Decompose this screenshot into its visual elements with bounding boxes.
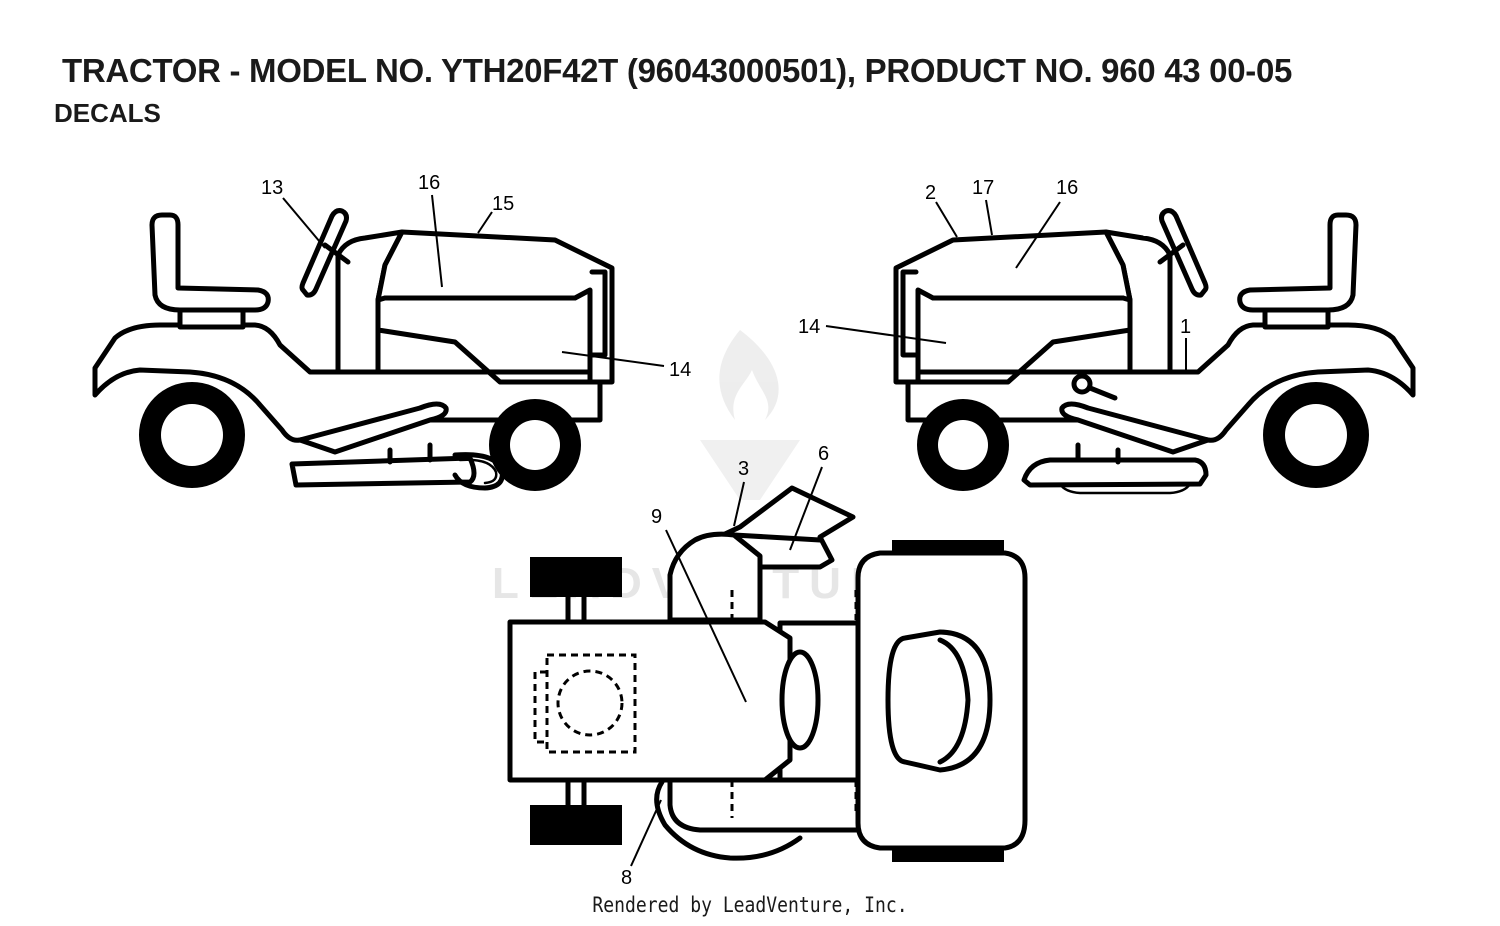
callout-6: 6 bbox=[818, 443, 829, 465]
callout-15: 15 bbox=[492, 193, 514, 215]
callout-labels: 13 16 15 14 2 17 16 14 1 3 6 9 8 bbox=[261, 172, 1191, 889]
callout-1: 1 bbox=[1180, 316, 1191, 338]
callout-3: 3 bbox=[738, 458, 749, 480]
callout-17: 17 bbox=[972, 177, 994, 199]
callout-9: 9 bbox=[651, 506, 662, 528]
leader-14-left bbox=[561, 351, 665, 367]
tractor-left-side-view bbox=[92, 208, 615, 491]
leader-2 bbox=[935, 201, 958, 238]
callout-16-left: 16 bbox=[418, 172, 440, 194]
callout-2: 2 bbox=[925, 182, 936, 204]
leader-3 bbox=[733, 481, 745, 527]
tractor-top-view bbox=[507, 485, 1028, 862]
leader-9 bbox=[665, 529, 747, 703]
callout-14-right: 14 bbox=[798, 316, 820, 338]
leader-8 bbox=[630, 799, 662, 867]
callout-13: 13 bbox=[261, 177, 283, 199]
leader-14-right bbox=[825, 325, 947, 344]
leader-17 bbox=[985, 199, 993, 236]
section-title: DECALS bbox=[54, 98, 161, 128]
leader-6 bbox=[789, 466, 823, 551]
watermark-logo bbox=[700, 330, 800, 500]
page-title: TRACTOR - MODEL NO. YTH20F42T (960430005… bbox=[62, 52, 1293, 89]
leader-13 bbox=[282, 197, 326, 249]
render-credit: Rendered by LeadVenture, Inc. bbox=[592, 893, 908, 917]
tractor-right-side-view bbox=[893, 208, 1416, 495]
leader-lines bbox=[282, 194, 1187, 867]
callout-8: 8 bbox=[621, 867, 632, 889]
leader-15 bbox=[477, 211, 493, 234]
leader-16-right bbox=[1015, 201, 1061, 269]
callout-14-left: 14 bbox=[669, 359, 691, 381]
callout-16-right: 16 bbox=[1056, 177, 1078, 199]
leader-16-left bbox=[431, 194, 443, 288]
